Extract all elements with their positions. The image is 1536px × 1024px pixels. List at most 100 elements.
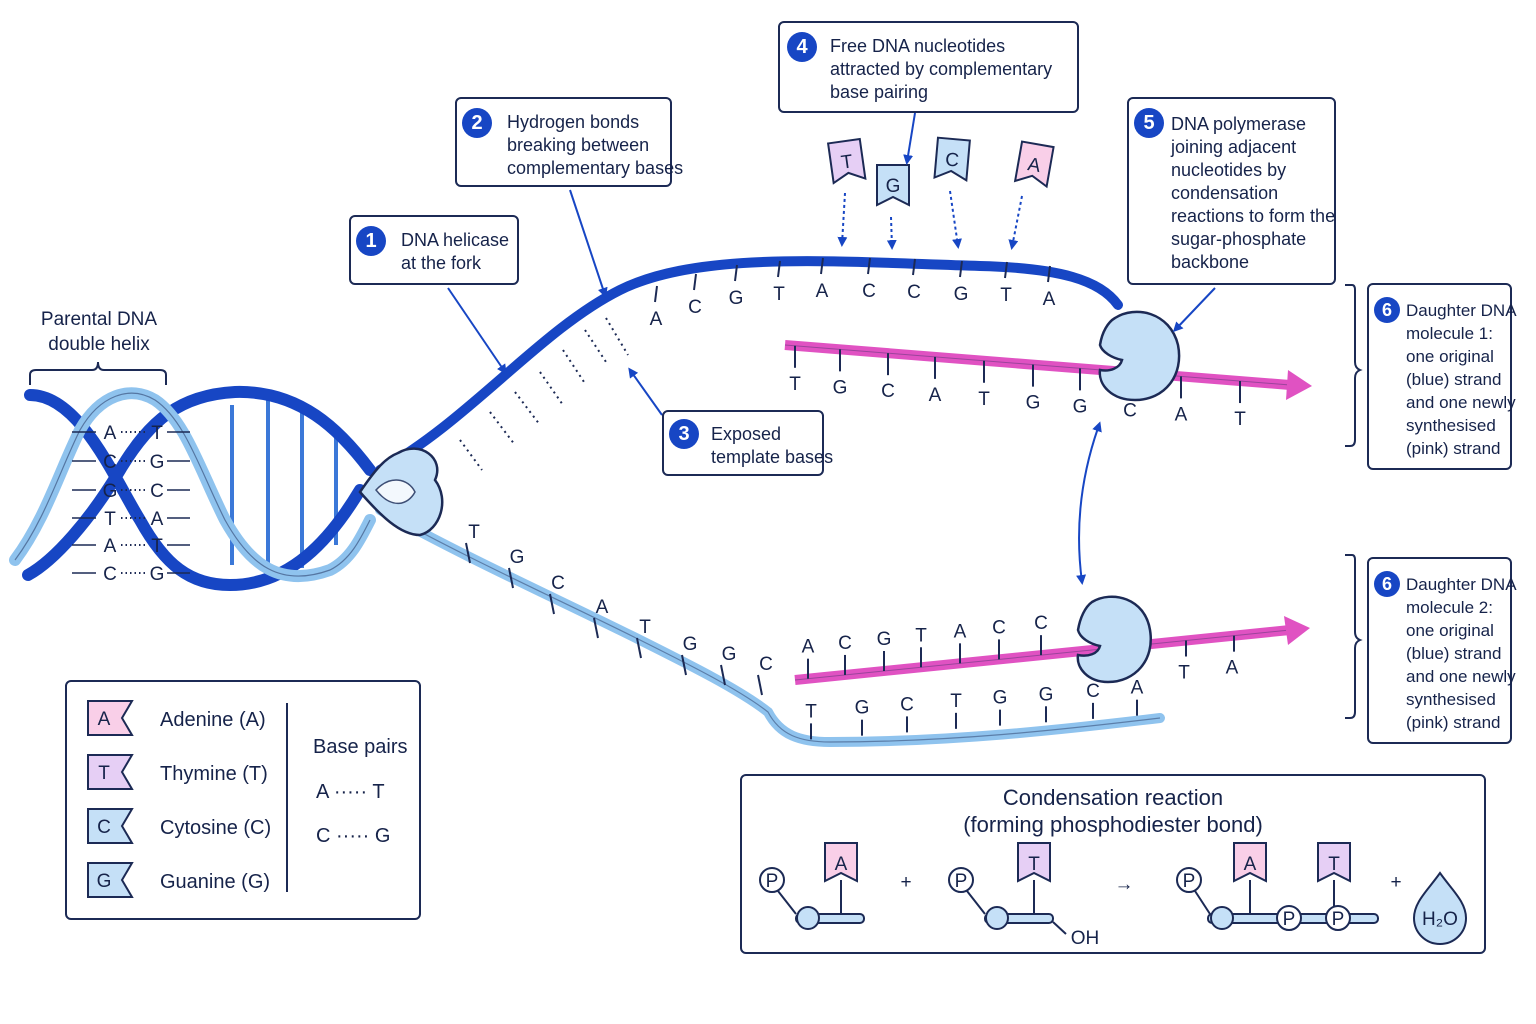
condensation-tag-a-1 xyxy=(824,842,858,883)
legend-guanine: Guanine (G) xyxy=(160,871,271,893)
helix-base-left: G xyxy=(103,481,118,502)
template-bond xyxy=(734,264,738,282)
condensation-base: A xyxy=(835,854,848,875)
bottom-template-bond xyxy=(636,637,642,659)
plus-2: + xyxy=(1390,872,1401,893)
legend-base-pairs-heading: Base pairs xyxy=(313,736,408,758)
callout-number-2: 2 xyxy=(462,108,492,138)
sugar-1 xyxy=(796,906,820,930)
phosphate-5 xyxy=(1325,905,1351,931)
bottom-template-bond xyxy=(593,617,599,639)
lower-base: G xyxy=(1039,684,1054,705)
lower-base: G xyxy=(855,698,870,719)
sugar-2 xyxy=(985,906,1009,930)
bottom-new-strand-arrowhead xyxy=(1284,616,1310,645)
attraction-arrow xyxy=(886,216,897,250)
helix-base-right: T xyxy=(151,423,163,444)
phosphate-4 xyxy=(1276,905,1302,931)
nucleotide-tag xyxy=(826,137,867,185)
helix-base-right: G xyxy=(150,564,165,585)
bottom-template-bond xyxy=(508,567,514,589)
free-nucleotide: C xyxy=(933,136,971,183)
legend-tag-t xyxy=(87,754,134,790)
lower-base: A xyxy=(1131,678,1144,699)
legend-panel: Adenine (A) Thymine (T) Cytosine (C) Gua… xyxy=(65,680,421,920)
helix-strand-dark xyxy=(22,385,376,592)
bottom-template-base: T xyxy=(468,522,480,543)
new-base: A xyxy=(929,385,942,406)
condensation-base: T xyxy=(1328,854,1340,875)
helix-base-right: A xyxy=(151,509,164,530)
attraction-arrow xyxy=(949,190,962,249)
bottom-template-bond xyxy=(549,593,555,615)
condensation-title: Condensation reaction (forming phosphodi… xyxy=(963,785,1263,837)
template-bond xyxy=(1004,261,1008,279)
callout-free-nucleotides: 4 Free DNA nucleotides attracted by comp… xyxy=(778,21,1079,113)
callout-arrows xyxy=(447,112,1216,585)
template-bond xyxy=(912,258,916,276)
callout-2-text: Hydrogen bonds breaking between compleme… xyxy=(507,112,684,178)
free-nucleotide: A xyxy=(1013,140,1055,189)
new-base: C xyxy=(881,381,895,402)
callout-6a-text: Daughter DNA molecule 1: one original (b… xyxy=(1406,301,1517,458)
attraction-arrow xyxy=(1008,195,1023,250)
template-bond xyxy=(693,273,697,291)
callout-polymerase: 5 DNA polymerase joining adjacent nucleo… xyxy=(1127,97,1336,285)
template-base: C xyxy=(862,281,876,302)
new-base: T xyxy=(1234,409,1246,430)
helix-base-left: A xyxy=(104,423,117,444)
phosphate-2 xyxy=(948,867,974,893)
template-bond xyxy=(654,285,658,303)
bottom-template-bond xyxy=(757,674,763,696)
bottom-new-strand xyxy=(794,625,1291,685)
lower-base: T xyxy=(805,701,817,722)
helix-base-left: C xyxy=(103,452,117,473)
new-base: A xyxy=(1175,404,1188,425)
legend-pair-cg: C ····· G xyxy=(316,825,391,847)
callout-number-6b: 6 xyxy=(1374,571,1400,597)
helix-base-right: T xyxy=(151,536,163,557)
link-1 xyxy=(777,890,797,915)
legend-tag-c xyxy=(87,808,134,844)
legend-tag-a xyxy=(87,700,134,736)
callout-helicase: 1 DNA helicase at the fork xyxy=(349,215,519,285)
bottom-template-base: C xyxy=(759,654,773,675)
lower-base: G xyxy=(993,688,1008,709)
legend-adenine: Adenine (A) xyxy=(160,709,266,731)
template-bond xyxy=(1047,265,1051,283)
legend-thymine: Thymine (T) xyxy=(160,763,268,785)
condensation-base: T xyxy=(1028,854,1040,875)
parental-label-line2: double helix xyxy=(48,334,150,355)
callout-number-1: 1 xyxy=(356,226,386,256)
new-base: C xyxy=(1034,613,1048,634)
daughter-1-bracket xyxy=(1345,284,1363,447)
helix-base-left: A xyxy=(104,536,117,557)
condensation-base: A xyxy=(1244,854,1257,875)
oh-label: OH xyxy=(1071,928,1100,949)
callout-number-4: 4 xyxy=(787,32,817,62)
callout-5-text: DNA polymerase joining adjacent nucleoti… xyxy=(1171,114,1336,272)
legend-tag-letter: C xyxy=(97,817,111,838)
free-nucleotide: G xyxy=(876,164,910,207)
top-new-strand xyxy=(784,340,1291,390)
legend-pair-at: A ····· T xyxy=(316,781,385,803)
new-base: T xyxy=(915,625,927,646)
condensation-tag-a-2 xyxy=(1233,842,1267,883)
lower-base: T xyxy=(950,691,962,712)
bottom-template-base: G xyxy=(722,644,737,665)
bottom-template-base: G xyxy=(510,547,525,568)
new-base: T xyxy=(789,374,801,395)
water-label: H₂O xyxy=(1422,909,1458,930)
template-base: A xyxy=(650,309,663,330)
parental-label: Parental DNA double helix xyxy=(30,307,168,357)
callout-daughter-1: 6 Daughter DNA molecule 1: one original … xyxy=(1367,283,1517,470)
legend-tag-letter: T xyxy=(98,763,110,784)
callout-number-6a: 6 xyxy=(1374,297,1400,323)
legend-tag-letter: A xyxy=(98,709,111,730)
condensation-tag-t-2 xyxy=(1317,842,1351,883)
free-nucleotide-base: G xyxy=(886,176,901,197)
